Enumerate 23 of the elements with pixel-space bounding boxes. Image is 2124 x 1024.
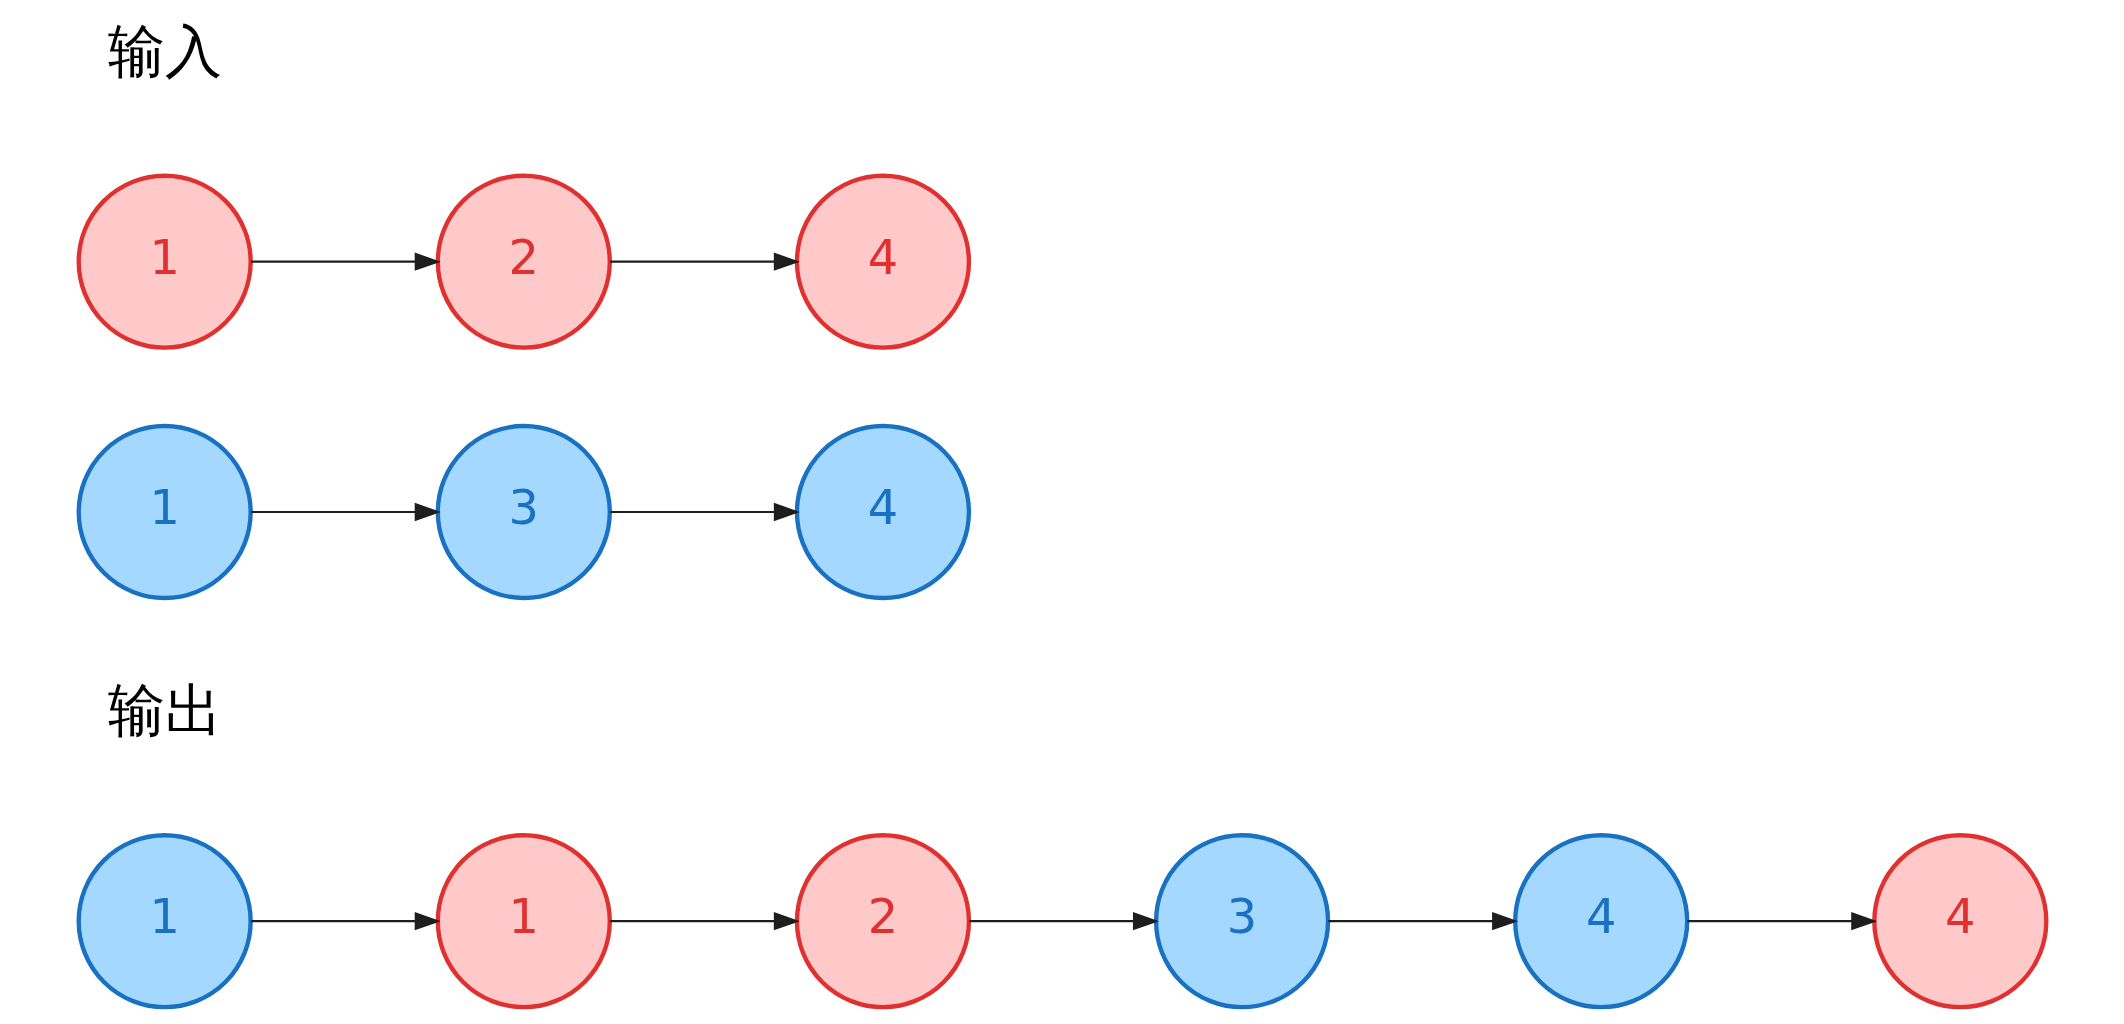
node-circle: 4	[1871, 833, 2048, 1010]
label: 输出	[107, 677, 222, 744]
arrow	[609, 502, 800, 522]
node-circle: 1	[435, 833, 612, 1010]
node-circle: 3	[435, 423, 612, 601]
label: 输入	[107, 17, 222, 84]
node-circle: 3	[1153, 833, 1330, 1010]
arrow	[1686, 912, 1877, 931]
arrow	[250, 912, 441, 931]
arrow	[609, 252, 800, 271]
node-circle: 1	[76, 423, 253, 601]
arrow	[250, 502, 441, 522]
node-circle: 4	[1512, 833, 1689, 1010]
arrow	[609, 912, 800, 931]
node-circle: 4	[794, 173, 971, 350]
arrow	[968, 912, 1159, 931]
arrow	[250, 252, 441, 271]
node-circle: 4	[794, 423, 971, 601]
arrow	[1327, 912, 1518, 931]
node-circle: 1	[76, 173, 253, 350]
node-circle: 2	[435, 173, 612, 350]
node-circle: 1	[76, 833, 253, 1010]
node-circle: 2	[794, 833, 971, 1010]
